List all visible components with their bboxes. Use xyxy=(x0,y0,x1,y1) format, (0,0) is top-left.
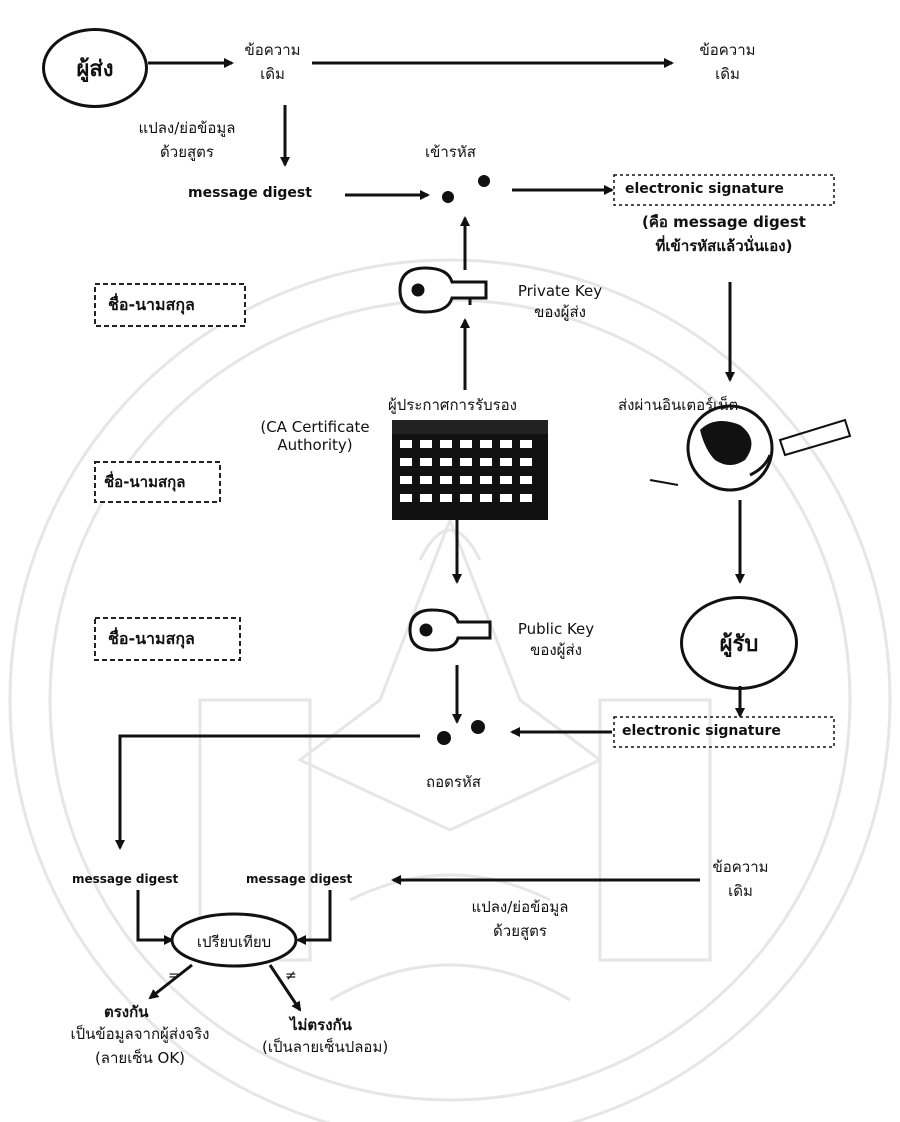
signature-note: (คือ message digest ที่เข้ารหัสแล้วนั่นเ… xyxy=(618,210,830,258)
not-equal-sign: ≠ xyxy=(285,968,297,984)
stamp-2: ชื่อ-นามสกุล xyxy=(104,470,185,494)
arrow-left-digest-to-compare xyxy=(138,890,172,940)
globe-icon xyxy=(650,406,850,490)
transform-bottom-label: แปลง/ย่อข้อมูล ด้วยสูตร xyxy=(440,895,600,943)
equal-sign: = xyxy=(168,968,180,984)
receiver-label: ผู้รับ xyxy=(720,626,759,661)
electronic-signature-top: electronic signature xyxy=(625,181,784,197)
watermark-seal xyxy=(10,260,890,1122)
match-label: ตรงกัน xyxy=(104,1000,148,1024)
decrypt-label: ถอดรหัส xyxy=(426,770,481,794)
connectors xyxy=(120,63,740,1010)
sender-node: ผู้ส่ง xyxy=(42,28,148,108)
electronic-signature-bottom: electronic signature xyxy=(622,723,781,739)
original-message-top-right: ข้อความ เดิม xyxy=(680,38,775,86)
encrypt-label: เข้ารหัส xyxy=(425,140,476,164)
sender-label: ผู้ส่ง xyxy=(76,51,113,86)
ca-title: ผู้ประกาศการรับรอง xyxy=(388,393,517,417)
message-digest-left: message digest xyxy=(72,872,178,886)
public-key-icon xyxy=(410,610,490,650)
decrypt-dots xyxy=(437,720,485,745)
message-digest-right: message digest xyxy=(246,872,352,886)
no-match-note: (เป็นลายเซ็นปลอม) xyxy=(262,1035,388,1059)
original-message-bottom: ข้อความ เดิม xyxy=(698,855,783,903)
match-note: เป็นข้อมูลจากผู้ส่งจริง (ลายเซ็น OK) xyxy=(50,1022,230,1070)
no-match-label: ไม่ตรงกัน xyxy=(290,1013,352,1037)
encrypt-dots xyxy=(442,175,490,203)
private-key-label: Private Key ของผู้ส่ง xyxy=(495,282,625,324)
private-key-icon xyxy=(400,268,486,312)
transform-top-label: แปลง/ย่อข้อมูล ด้วยสูตร xyxy=(112,116,262,164)
internet-label: ส่งผ่านอินเตอร์เน็ต xyxy=(618,393,738,417)
stamp-3: ชื่อ-นามสกุล xyxy=(108,627,195,652)
message-digest-top: message digest xyxy=(188,185,312,201)
ca-building-icon xyxy=(392,420,548,520)
arrow-right-digest-to-compare xyxy=(298,890,330,940)
stamp-1: ชื่อ-นามสกุล xyxy=(108,293,195,318)
ca-paren: (CA Certificate Authority) xyxy=(240,418,390,454)
receiver-node: ผู้รับ xyxy=(680,596,798,690)
public-key-label: Public Key ของผู้ส่ง xyxy=(496,620,616,662)
compare-label: เปรียบเทียบ xyxy=(174,930,294,954)
original-message-top-left: ข้อความ เดิม xyxy=(230,38,315,86)
arrow-decrypt-to-left-digest xyxy=(120,736,420,848)
